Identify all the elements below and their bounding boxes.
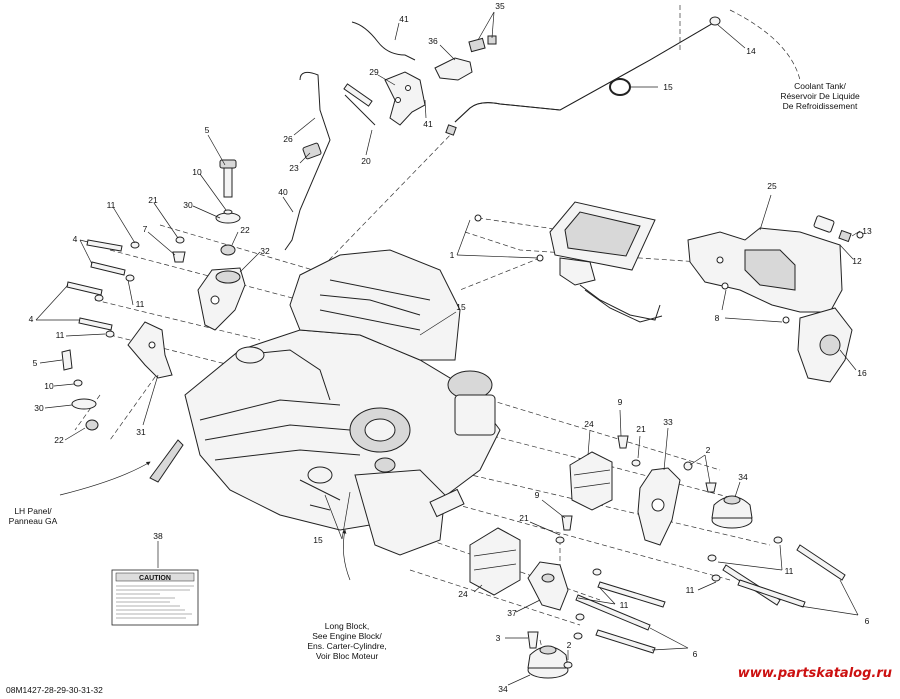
rubber-mount-34-bottom bbox=[527, 645, 569, 679]
callout-11-d: 11 bbox=[620, 600, 629, 610]
callout-13: 13 bbox=[862, 226, 872, 236]
lh-panel-strip bbox=[149, 439, 184, 483]
callout-41: 41 bbox=[399, 14, 409, 24]
engine-assembly bbox=[184, 249, 501, 556]
coolant-note-line-2: Réservoir De Liquide bbox=[780, 91, 860, 101]
callout-15-top: 15 bbox=[663, 82, 673, 92]
callout-24-top: 24 bbox=[584, 419, 594, 429]
caution-heading: CAUTION bbox=[139, 575, 171, 582]
callout-9-bottom: 9 bbox=[535, 490, 540, 500]
callout-11-f: 11 bbox=[686, 585, 695, 595]
callout-25: 25 bbox=[767, 181, 777, 191]
bracket-33 bbox=[637, 467, 681, 546]
callout-numbers: 41 35 36 29 14 15 26 20 41 23 5 10 30 21… bbox=[29, 1, 872, 694]
callout-26: 26 bbox=[283, 134, 293, 144]
bracket-37 bbox=[527, 561, 569, 611]
callout-22-bottom: 22 bbox=[54, 435, 64, 445]
watermark-link[interactable]: www.partskatalog.ru bbox=[738, 666, 892, 681]
callout-4-top: 4 bbox=[73, 234, 78, 244]
long-block-line-3: Ens. Carter-Cylindre, bbox=[307, 641, 386, 651]
callout-30-bottom: 30 bbox=[34, 403, 44, 413]
callout-2-top: 2 bbox=[706, 445, 711, 455]
bolt-stack-left-top bbox=[172, 159, 241, 263]
sensor-36 bbox=[434, 35, 497, 81]
connector-12-13 bbox=[813, 215, 864, 243]
callout-11-e: 11 bbox=[785, 566, 794, 576]
coolant-note-line-1: Coolant Tank/ bbox=[794, 81, 846, 91]
mount-pad-24-top bbox=[569, 451, 613, 511]
coolant-note-line-3: De Refroidissement bbox=[783, 101, 858, 111]
callout-4-bottom: 4 bbox=[29, 314, 34, 324]
callout-40: 40 bbox=[278, 187, 288, 197]
callout-16: 16 bbox=[857, 368, 867, 378]
callout-34-top: 34 bbox=[738, 472, 748, 482]
rubber-mount-34-top bbox=[711, 495, 753, 529]
callout-7: 7 bbox=[143, 224, 148, 234]
callout-11-b: 11 bbox=[136, 299, 145, 309]
ecu-bracket-25 bbox=[687, 227, 843, 324]
leader-lines bbox=[35, 11, 861, 686]
long-block-line-4: Voir Bloc Moteur bbox=[316, 651, 379, 661]
callout-15-middle: 15 bbox=[456, 302, 466, 312]
callout-14: 14 bbox=[746, 46, 756, 56]
callout-6-bottom: 6 bbox=[693, 649, 698, 659]
callout-41-lower: 41 bbox=[423, 119, 433, 129]
callout-1: 1 bbox=[450, 250, 455, 260]
note-long-block: Long Block, See Engine Block/ Ens. Carte… bbox=[307, 621, 386, 661]
long-block-line-1: Long Block, bbox=[325, 621, 369, 631]
small-fasteners-right bbox=[527, 435, 717, 669]
callout-30-top: 30 bbox=[183, 200, 193, 210]
bolts-left bbox=[61, 239, 140, 431]
note-lh-panel: LH Panel/ Panneau GA bbox=[9, 506, 58, 526]
callout-21-lower: 21 bbox=[519, 513, 529, 523]
callout-31: 31 bbox=[136, 427, 146, 437]
callout-10-top: 10 bbox=[192, 167, 202, 177]
bracket-29 bbox=[384, 71, 426, 126]
note-coolant-tank: Coolant Tank/ Réservoir De Liquide De Re… bbox=[780, 81, 860, 111]
callout-5-bottom: 5 bbox=[33, 358, 38, 368]
callout-10-bottom: 10 bbox=[44, 381, 54, 391]
callout-38: 38 bbox=[153, 531, 163, 541]
callout-6-right: 6 bbox=[865, 616, 870, 626]
callout-2-bottom: 2 bbox=[567, 640, 572, 650]
sensor-wire bbox=[284, 21, 416, 251]
mount-bracket-31 bbox=[127, 321, 173, 379]
callout-21-right: 21 bbox=[636, 424, 646, 434]
callout-21-left: 21 bbox=[148, 195, 158, 205]
callout-12: 12 bbox=[852, 256, 862, 266]
callout-37: 37 bbox=[507, 608, 517, 618]
callout-33: 33 bbox=[663, 417, 673, 427]
hose-clamp bbox=[609, 78, 631, 96]
engine-mount-bracket-32 bbox=[197, 267, 246, 331]
callout-23: 23 bbox=[289, 163, 299, 173]
ecu-module bbox=[474, 201, 663, 323]
callout-32: 32 bbox=[260, 246, 270, 256]
callout-9-top: 9 bbox=[618, 397, 623, 407]
callout-34-bottom: 34 bbox=[498, 684, 508, 694]
callout-15-bottom: 15 bbox=[313, 535, 323, 545]
callout-5-top: 5 bbox=[205, 125, 210, 135]
long-block-line-2: See Engine Block/ bbox=[312, 631, 382, 641]
mount-pad-24-bottom bbox=[469, 527, 521, 596]
callout-11-a: 11 bbox=[107, 200, 116, 210]
lh-note-line-1: LH Panel/ bbox=[14, 506, 52, 516]
drawing-id: 08M1427-28-29-30-31-32 bbox=[6, 685, 103, 695]
callout-20: 20 bbox=[361, 156, 371, 166]
caution-label-decal: CAUTION bbox=[111, 569, 199, 626]
callout-35: 35 bbox=[495, 1, 505, 11]
callout-11-c: 11 bbox=[56, 330, 65, 340]
callout-3: 3 bbox=[496, 633, 501, 643]
coolant-hose bbox=[445, 16, 721, 136]
bracket-16 bbox=[797, 307, 853, 383]
lh-note-line-2: Panneau GA bbox=[9, 516, 58, 526]
callout-8: 8 bbox=[715, 313, 720, 323]
callout-24-bottom: 24 bbox=[458, 589, 468, 599]
callout-36: 36 bbox=[428, 36, 438, 46]
long-bolts-right bbox=[573, 536, 846, 654]
callout-22-top: 22 bbox=[240, 225, 250, 235]
callout-29: 29 bbox=[369, 67, 379, 77]
